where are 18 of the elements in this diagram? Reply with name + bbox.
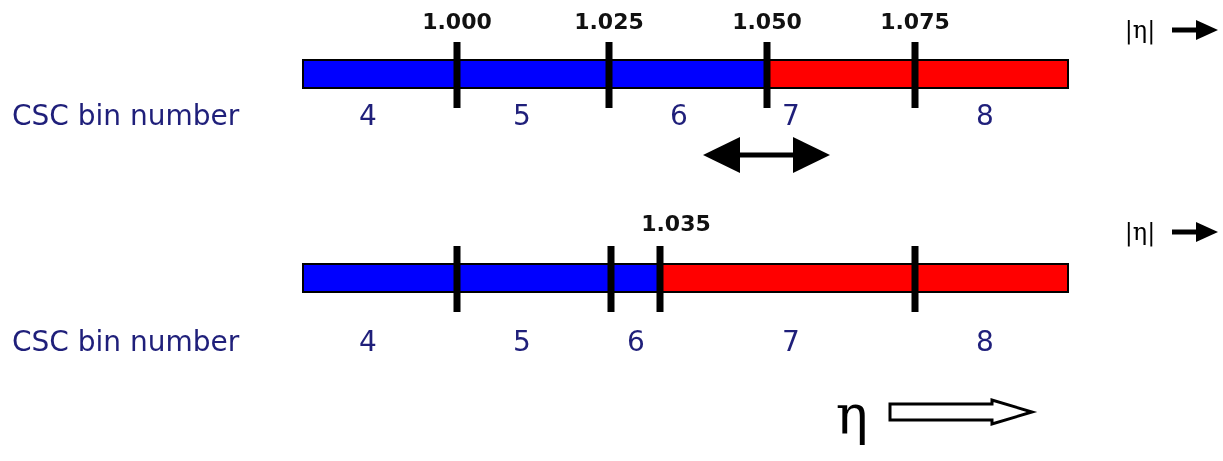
tick-value: 1.000 [422,11,492,33]
bin-number: 4 [359,102,377,130]
bin-number: 4 [359,328,377,356]
tick-value: 1.050 [732,11,802,33]
bin-number: 8 [976,328,994,356]
bin-number: 5 [513,102,531,130]
bin-number: 6 [627,328,645,356]
row-label: CSC bin number [12,328,240,356]
bin-number: 7 [782,102,800,130]
bin-number: 5 [513,328,531,356]
tick-value: 1.025 [574,11,644,33]
tick-value: 1.075 [880,11,950,33]
bin-number: 6 [670,102,688,130]
tick-value: 1.035 [641,213,711,235]
bin-number: 8 [976,102,994,130]
bin-number: 7 [782,328,800,356]
axis-label: η [835,389,869,443]
row-label: CSC bin number [12,102,240,130]
